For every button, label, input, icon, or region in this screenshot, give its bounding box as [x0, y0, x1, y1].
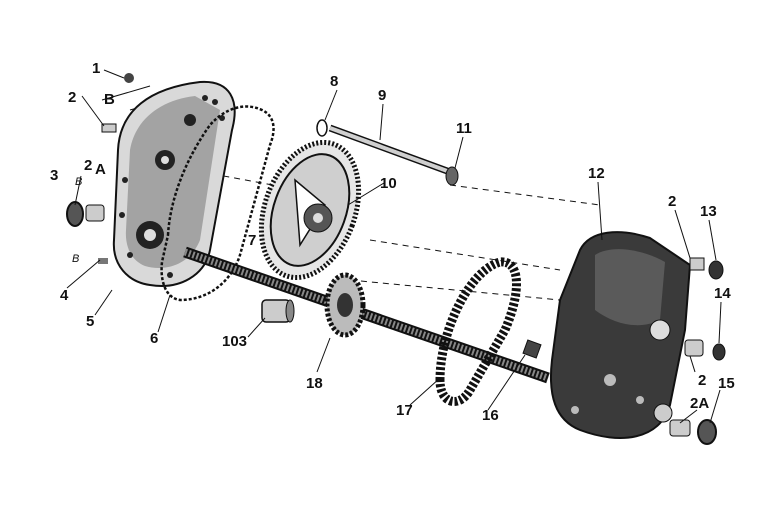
label-17: 17 [396, 402, 413, 419]
chain [435, 257, 521, 406]
label-12: 12 [588, 165, 605, 182]
part-labels: 1 2 B 2 A 3 B B 4 5 6 7 8 9 10 11 12 2 1… [50, 60, 735, 424]
left-cover [112, 80, 236, 287]
right-small-parts [669, 257, 726, 445]
leader-lines [66, 69, 722, 424]
small-sprocket [324, 272, 366, 338]
nut-16 [522, 339, 542, 359]
threaded-shaft [183, 246, 550, 384]
label-2c: 2 [668, 193, 676, 210]
label-A1: A [95, 161, 106, 178]
label-8: 8 [330, 73, 338, 90]
label-b1: B [104, 91, 115, 108]
label-5: 5 [86, 313, 94, 330]
label-4: 4 [60, 287, 69, 304]
gearcase [549, 231, 692, 439]
label-9: 9 [378, 87, 386, 104]
label-10: 10 [380, 175, 397, 192]
gasket [160, 105, 275, 302]
label-18: 18 [306, 375, 323, 392]
label-2A: 2A [690, 395, 709, 412]
large-gear [258, 139, 362, 281]
label-11: 11 [456, 120, 472, 137]
label-14: 14 [714, 285, 731, 302]
label-103: 103 [222, 333, 247, 350]
label-7: 7 [248, 232, 256, 249]
label-2a: 2 [68, 89, 76, 106]
label-b2: B [75, 176, 82, 188]
label-15: 15 [718, 375, 735, 392]
label-13: 13 [700, 203, 717, 220]
label-6: 6 [150, 330, 158, 347]
washer-11 [445, 166, 459, 186]
label-b3: B [72, 253, 79, 265]
label-2d: 2 [698, 372, 706, 389]
small-shaft [328, 124, 452, 176]
label-2b: 2 [84, 157, 92, 174]
label-16: 16 [482, 407, 499, 424]
spacer-103 [261, 299, 295, 323]
label-1: 1 [92, 60, 100, 77]
label-3: 3 [50, 167, 58, 184]
left-small-parts [66, 73, 134, 264]
washer-8 [316, 119, 328, 137]
